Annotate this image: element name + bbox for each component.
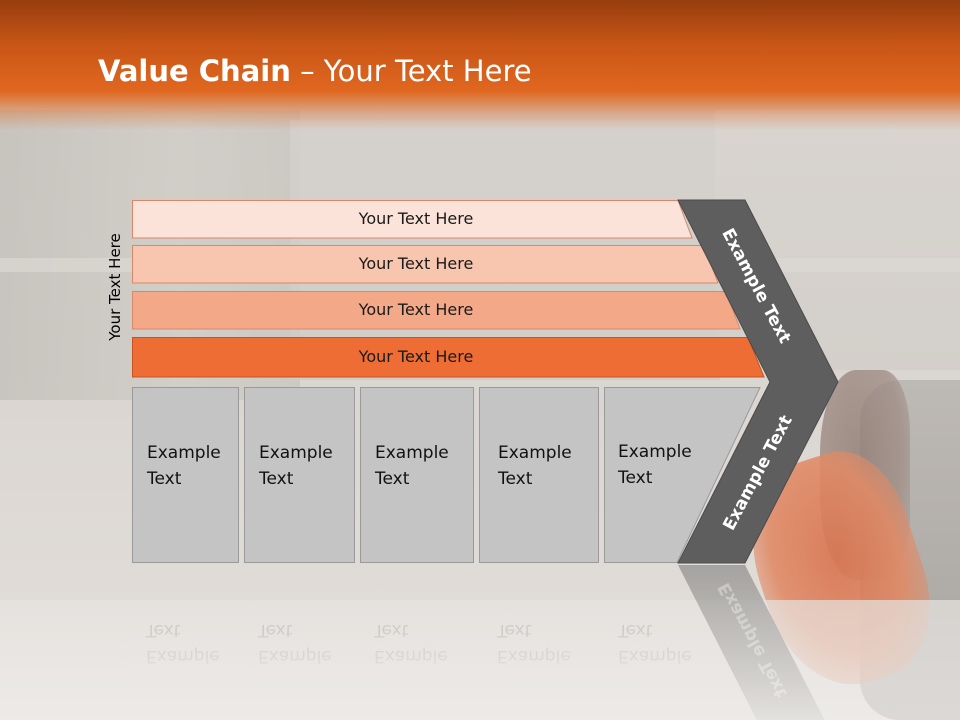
box-5-line2: Text — [618, 468, 653, 488]
box-5: Example Text — [618, 439, 692, 491]
bar-4: Your Text Here — [132, 337, 765, 378]
box-3: Example Text — [360, 387, 474, 563]
bar-1: Your Text Here — [132, 200, 693, 239]
header-band — [0, 0, 960, 130]
bar-3-label: Your Text Here — [358, 300, 474, 319]
box-1: Example Text — [132, 387, 239, 563]
box-5-line1: Example — [618, 442, 692, 462]
box-2-line2: Text — [259, 469, 294, 489]
box-2: Example Text — [244, 387, 355, 563]
slide-title: Value Chain – Your Text Here — [98, 54, 532, 88]
title-bold: Value Chain — [98, 54, 291, 88]
box-3-line2: Text — [375, 469, 410, 489]
box-5-shape — [604, 387, 761, 563]
box-1-line1: Example — [147, 443, 221, 463]
bar-3: Your Text Here — [132, 291, 741, 330]
bar-2: Your Text Here — [132, 245, 719, 284]
box-3-line1: Example — [375, 443, 449, 463]
bar-4-label: Your Text Here — [358, 347, 474, 366]
box-2-line1: Example — [259, 443, 333, 463]
title-rest: – Your Text Here — [290, 54, 532, 88]
bar-1-label: Your Text Here — [358, 209, 474, 228]
box-1-line2: Text — [147, 469, 182, 489]
box-4-line2: Text — [498, 469, 533, 489]
box-4: Example Text — [479, 387, 599, 563]
bar-2-label: Your Text Here — [358, 254, 474, 273]
box-4-line1: Example — [498, 443, 572, 463]
